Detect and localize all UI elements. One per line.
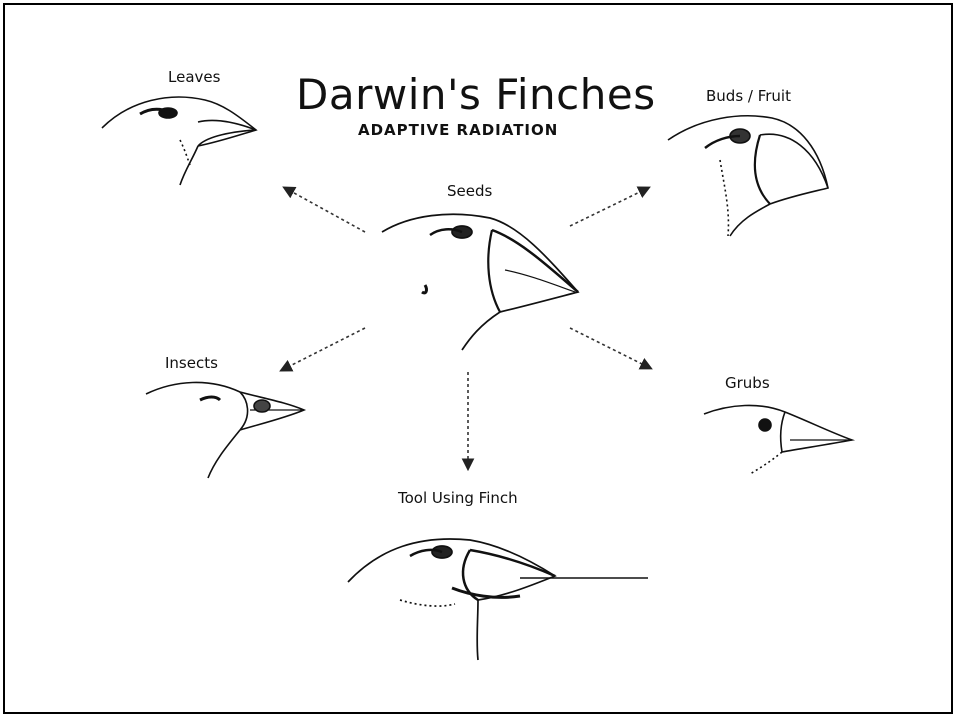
tool-using-finch xyxy=(348,539,648,660)
arrow-to-insects xyxy=(282,328,365,370)
page-subtitle: ADAPTIVE RADIATION xyxy=(358,121,558,139)
leaves-finch xyxy=(102,97,256,185)
label-buds-fruit: Buds / Fruit xyxy=(706,87,791,105)
label-tool-using: Tool Using Finch xyxy=(398,489,518,507)
buds-fruit-finch xyxy=(668,116,828,236)
arrow-to-buds xyxy=(570,188,648,226)
arrow-to-leaves xyxy=(285,188,365,232)
label-leaves: Leaves xyxy=(168,68,220,86)
arrow-to-grubs xyxy=(570,328,650,368)
label-seeds: Seeds xyxy=(447,182,492,200)
grubs-finch xyxy=(704,405,852,474)
label-insects: Insects xyxy=(165,354,218,372)
page-title: Darwin's Finches xyxy=(296,70,656,119)
seeds-finch xyxy=(382,214,578,350)
insects-finch xyxy=(146,382,304,478)
label-grubs: Grubs xyxy=(725,374,770,392)
